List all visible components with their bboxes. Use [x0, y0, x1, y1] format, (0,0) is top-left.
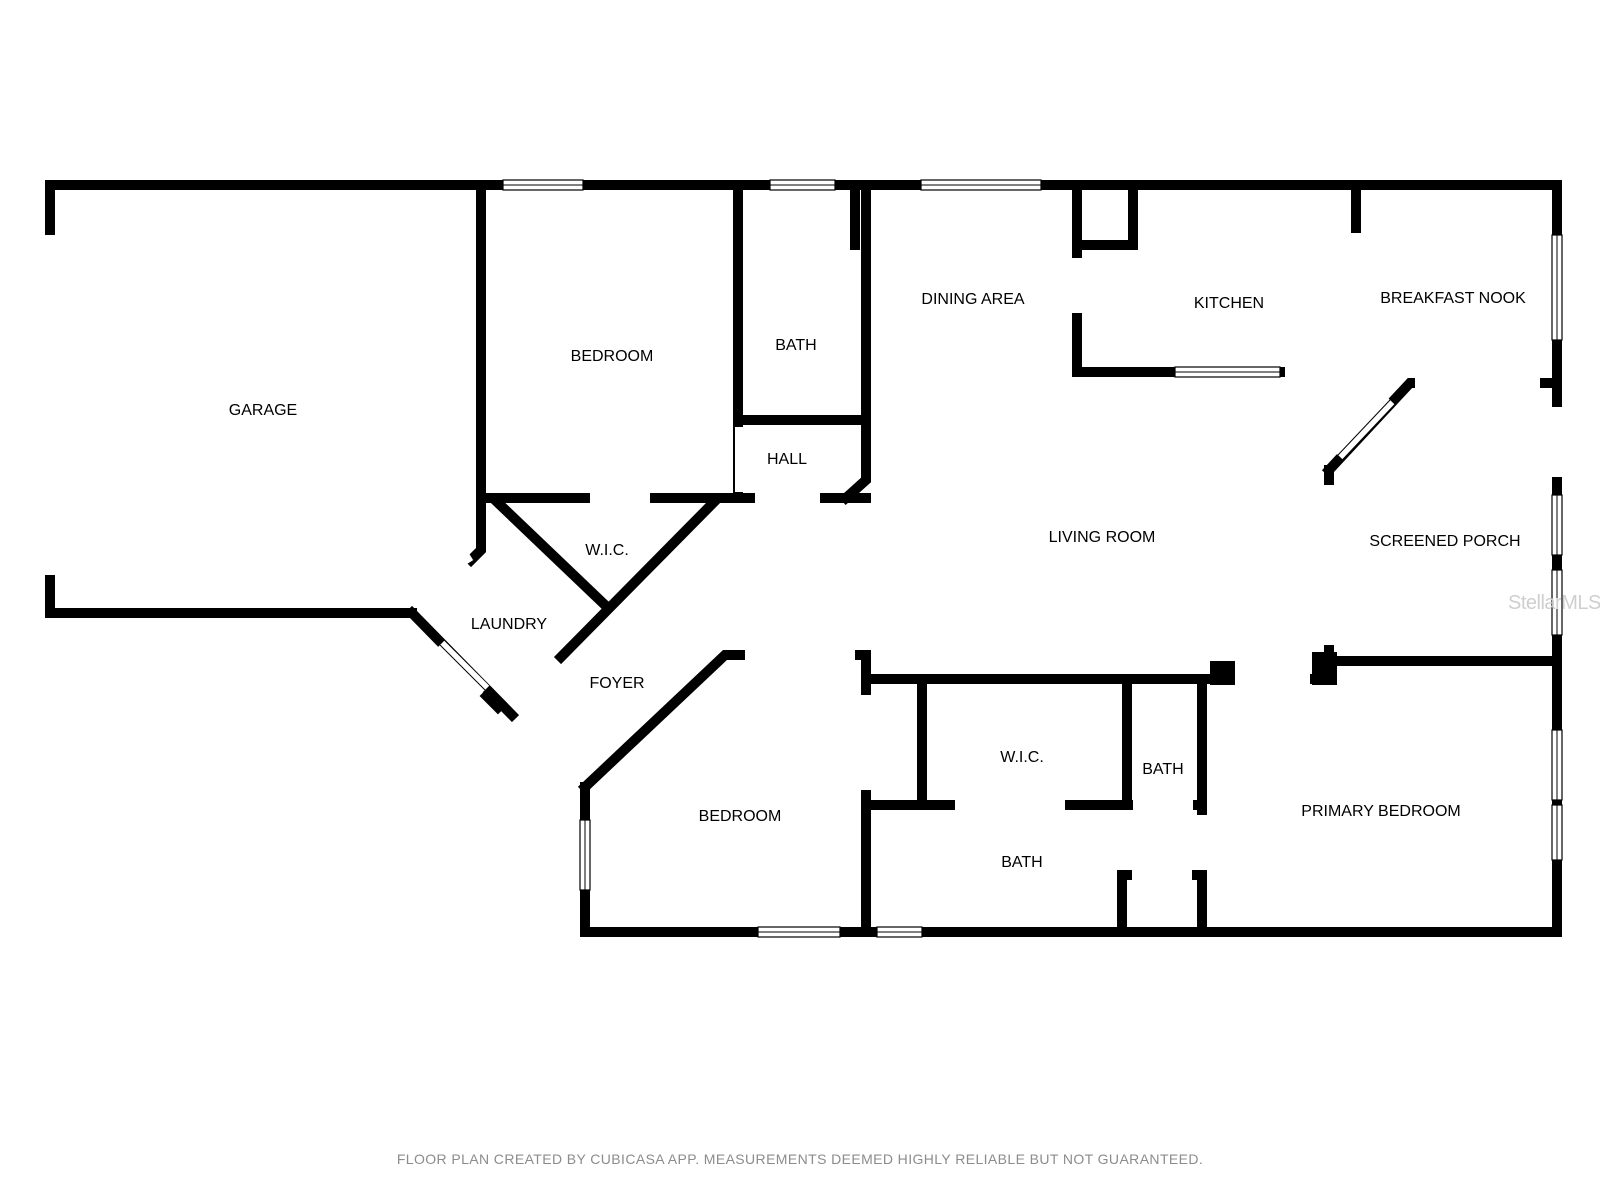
room-label-wic-1: W.I.C.	[585, 542, 629, 559]
room-label-primary-bedroom: PRIMARY BEDROOM	[1301, 803, 1460, 820]
room-label-bath-1: BATH	[775, 337, 816, 354]
room-labels: GARAGE BEDROOM BATH HALL DINING AREA KIT…	[229, 290, 1526, 871]
room-label-hall: HALL	[767, 451, 807, 468]
room-label-bath-3: BATH	[1001, 854, 1042, 871]
room-label-kitchen: KITCHEN	[1194, 295, 1264, 312]
room-label-wic-2: W.I.C.	[1000, 749, 1044, 766]
footer-disclaimer: FLOOR PLAN CREATED BY CUBICASA APP. MEAS…	[396, 1151, 1204, 1167]
room-label-screened-porch: SCREENED PORCH	[1369, 533, 1520, 550]
room-label-living-room: LIVING ROOM	[1049, 529, 1156, 546]
room-label-foyer: FOYER	[589, 675, 644, 692]
windows-and-openings	[45, 179, 1564, 938]
room-label-dining-area: DINING AREA	[921, 291, 1024, 308]
watermark: StellarMLS	[1508, 592, 1600, 614]
room-label-bath-2: BATH	[1142, 761, 1183, 778]
room-label-breakfast-nook: BREAKFAST NOOK	[1380, 290, 1526, 307]
room-label-garage: GARAGE	[229, 402, 297, 419]
room-label-laundry: LAUNDRY	[471, 616, 548, 633]
room-label-bedroom-2: BEDROOM	[699, 808, 782, 825]
room-label-bedroom-1: BEDROOM	[571, 348, 654, 365]
